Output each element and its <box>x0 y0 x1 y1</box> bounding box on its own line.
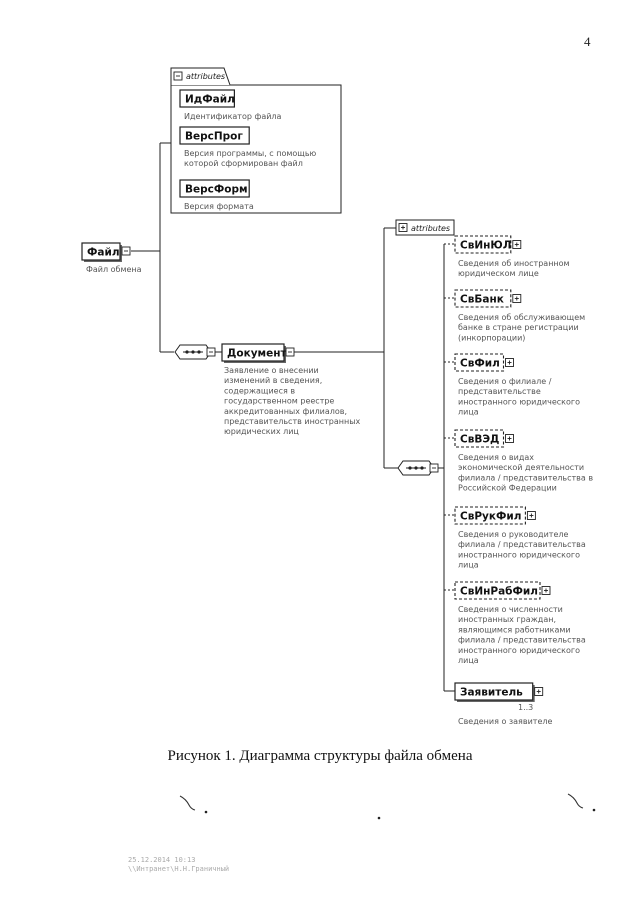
document-desc-1: Заявление о внесении <box>224 366 319 375</box>
file-attributes-group <box>170 84 342 214</box>
root-element-fail-label: Файл <box>87 247 120 259</box>
document-desc-7: юридических лиц <box>224 427 299 436</box>
child-2-desc-3: (инкорпорации) <box>458 333 525 342</box>
child-6-desc-2: иностранных граждан, <box>458 615 556 624</box>
child-5-desc-1: Сведения о руководителе <box>458 530 568 539</box>
document-desc-6: представительств иностранных <box>224 417 361 426</box>
child-2-desc-2: банке в стране регистрации <box>458 323 579 332</box>
doc-attributes-box <box>395 219 455 236</box>
child-7-cardinality: 1..3 <box>518 703 533 712</box>
child-3-element: СвФил <box>454 353 505 372</box>
child-5-desc-4: лица <box>458 561 479 570</box>
attr-2-desc-1: Версия программы, с помощью <box>184 149 317 158</box>
child-6-element: СвИнРабФил <box>454 581 541 600</box>
child-7-element-label: Заявитель <box>460 687 523 699</box>
scan-dot <box>377 816 381 820</box>
footer-path: \\Интранет\Н.Н.Граничный <box>128 865 230 873</box>
child-4-element-label: СвВЭД <box>460 434 499 446</box>
document-sequence-icon <box>174 344 212 360</box>
child-2-element: СвБанк <box>454 289 512 308</box>
file-attributes-tab <box>170 67 231 86</box>
document-desc-4: государственном реестре <box>224 397 334 406</box>
scan-mark-right <box>567 793 596 812</box>
child-1-desc-1: Сведения об иностранном <box>458 259 570 268</box>
child-6-desc-6: лица <box>458 656 479 665</box>
attr-1-box: ИдФайл <box>179 89 236 108</box>
child-5-element-label: СвРукФил <box>460 511 521 523</box>
child-3-element-label: СвФил <box>460 358 500 370</box>
child-6-desc-1: Сведения о численности <box>458 605 563 614</box>
child-1-element-label: СвИнЮЛ <box>460 240 511 252</box>
page-number: 4 <box>584 34 591 49</box>
child-5-desc-2: филиала / представительства <box>458 540 586 549</box>
root-element-fail: Файл <box>81 242 122 262</box>
attr-2-desc-2: которой сформирован файл <box>184 159 303 168</box>
child-1-desc-2: юридическом лице <box>458 269 539 278</box>
child-6-desc-3: являющимся работниками <box>458 625 571 634</box>
scan-mark-left <box>179 795 208 814</box>
attr-3-desc-1: Версия формата <box>184 202 254 211</box>
child-4-element: СвВЭД <box>454 429 505 448</box>
attr-3-box: ВерсФорм <box>179 179 250 198</box>
attr-2-box: ВерсПрог <box>179 126 250 145</box>
document-element: Документ <box>221 343 287 363</box>
attr-2-box-label: ВерсПрог <box>185 131 243 143</box>
attr-1-box-label: ИдФайл <box>185 94 235 106</box>
child-5-element: СвРукФил <box>454 506 526 525</box>
document-desc-2: изменений в сведения, <box>224 376 322 385</box>
attr-3-box-label: ВерсФорм <box>185 184 248 196</box>
figure-caption: Рисунок 1. Диаграмма структуры файла обм… <box>167 748 473 764</box>
child-2-element-label: СвБанк <box>460 294 504 306</box>
child-6-desc-4: филиала / представительства <box>458 636 586 645</box>
child-7-element: Заявитель <box>454 682 535 702</box>
child-6-element-label: СвИнРабФил <box>460 586 538 598</box>
child-6-desc-5: иностранного юридического <box>458 646 580 655</box>
document-desc-3: содержащиеся в <box>224 386 295 395</box>
child-1-element: СвИнЮЛ <box>454 235 511 254</box>
child-2-desc-1: Сведения об обслуживающем <box>458 313 585 322</box>
document-desc-5: аккредитованных филиалов, <box>224 407 347 416</box>
file-attributes-tag: attributes <box>186 72 225 81</box>
footer-timestamp: 25.12.2014 10:13 <box>128 856 196 864</box>
document-element-label: Документ <box>227 348 287 360</box>
child-3-desc-4: лица <box>458 408 479 417</box>
attr-1-desc-1: Идентификатор файла <box>184 112 282 121</box>
child-3-desc-2: представительстве <box>458 387 541 396</box>
doc-attributes-tag: attributes <box>411 224 450 233</box>
child-4-desc-3: филиала / представительства в <box>458 473 593 482</box>
child-4-desc-4: Российской Федерации <box>458 484 557 493</box>
root-element-desc: Файл обмена <box>86 265 142 274</box>
child-3-desc-1: Сведения о филиале / <box>458 377 552 386</box>
child-4-desc-2: экономической деятельности <box>458 463 584 472</box>
child-4-desc-1: Сведения о видах <box>458 453 534 462</box>
child-3-desc-3: иностранного юридического <box>458 397 580 406</box>
child-7-desc-1: Сведения о заявителе <box>458 717 552 726</box>
children-sequence-icon <box>397 460 435 476</box>
child-5-desc-3: иностранного юридического <box>458 550 580 559</box>
